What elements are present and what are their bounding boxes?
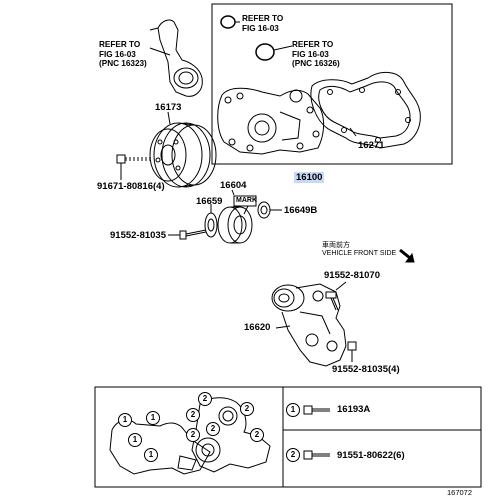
water-inlet-pipe (149, 19, 203, 97)
part-91552-81035-4: 91552-81035(4) (332, 364, 400, 375)
legend-key-1: 1 (286, 403, 300, 417)
cover-16649B (257, 201, 271, 219)
bolt-91552-81035 (179, 229, 207, 240)
part-16271: 16271 (358, 140, 385, 151)
figure-number: 167072 (447, 488, 473, 497)
location-marker-2: 2 (240, 402, 254, 416)
bolt-legend-frame (94, 386, 482, 488)
location-marker-1: 1 (146, 411, 160, 425)
part-91552-81035: 91552-81035 (110, 230, 166, 241)
location-marker-1: 1 (144, 448, 158, 462)
gasket-16271 (310, 72, 421, 149)
legend-key-2: 2 (286, 448, 300, 462)
part-16620: 16620 (244, 322, 271, 333)
o-ring-lower (255, 43, 275, 61)
part-16100: 16100 (294, 172, 325, 183)
location-marker-2: 2 (186, 428, 200, 442)
front-arrow-icon (399, 248, 411, 260)
bolt-91671 (116, 154, 150, 164)
bolt-91552-81035-4 (347, 341, 357, 362)
part-16173: 16173 (155, 102, 182, 113)
part-16604: 16604 (220, 180, 247, 191)
location-marker-2: 2 (186, 408, 200, 422)
location-marker-1: 1 (118, 413, 132, 427)
location-marker-1: 1 (128, 433, 142, 447)
mark-label: MARK (236, 197, 257, 204)
part-16659: 16659 (196, 196, 223, 207)
tensioner-16620 (271, 283, 347, 367)
part-91551-80622: 91551-80622(6) (337, 450, 405, 461)
part-91552-81070: 91552-81070 (324, 270, 380, 281)
vehicle-front-en: VEHICLE FRONT SIDE (322, 250, 397, 257)
mark-box (233, 195, 257, 207)
pulley-16173 (149, 122, 217, 188)
water-pump-group-frame (211, 3, 453, 165)
cover-16659 (204, 212, 218, 238)
vehicle-front-jp: 車両前方 (322, 242, 350, 249)
idler-pulley-16604 (217, 206, 253, 244)
water-pump-body (217, 87, 325, 155)
location-marker-2: 2 (198, 392, 212, 406)
part-16649B: 16649B (284, 205, 318, 216)
part-16193A: 16193A (337, 404, 371, 415)
o-ring-upper (220, 15, 236, 29)
bolt-91551-icon (303, 450, 330, 460)
bolt-16193A-icon (303, 405, 330, 415)
location-marker-2: 2 (250, 428, 264, 442)
part-91671-80816: 91671-80816(4) (97, 181, 165, 192)
bolt-91552-81070 (325, 281, 347, 311)
location-marker-2: 2 (206, 422, 220, 436)
